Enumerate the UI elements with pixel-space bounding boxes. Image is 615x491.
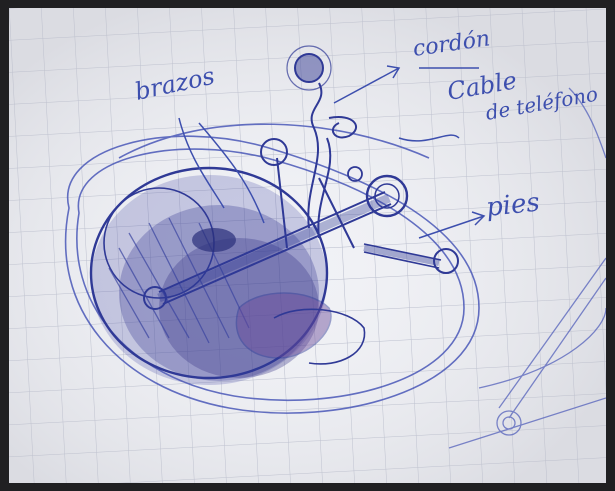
label-pies: pies — [485, 188, 542, 223]
sketch-drawing: brazos cordón Cable de teléfono pies — [9, 8, 606, 483]
sketch-photo: brazos cordón Cable de teléfono pies — [9, 8, 606, 483]
